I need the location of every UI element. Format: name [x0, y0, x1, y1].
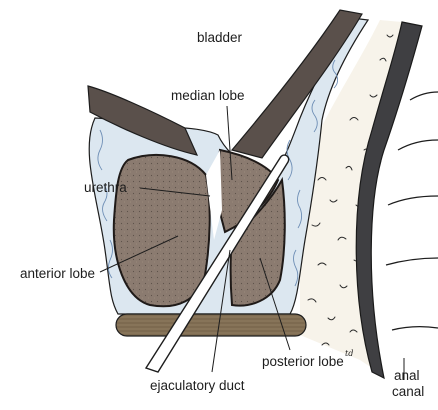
rectal-folds	[386, 92, 438, 330]
label-anal-canal-line2: canal	[392, 384, 424, 399]
label-posterior-lobe: posterior lobe	[262, 354, 344, 369]
label-urethra: urethra	[84, 180, 127, 195]
label-median-lobe: median lobe	[171, 88, 245, 103]
label-bladder: bladder	[197, 30, 243, 45]
label-anterior-lobe: anterior lobe	[20, 266, 95, 281]
artist-signature: td	[345, 349, 353, 358]
label-anal-canal-line1: anal	[394, 368, 420, 383]
pelvic-floor-band	[116, 314, 306, 336]
anterior-lobe	[114, 155, 210, 306]
label-ejaculatory-duct: ejaculatory duct	[150, 378, 245, 393]
